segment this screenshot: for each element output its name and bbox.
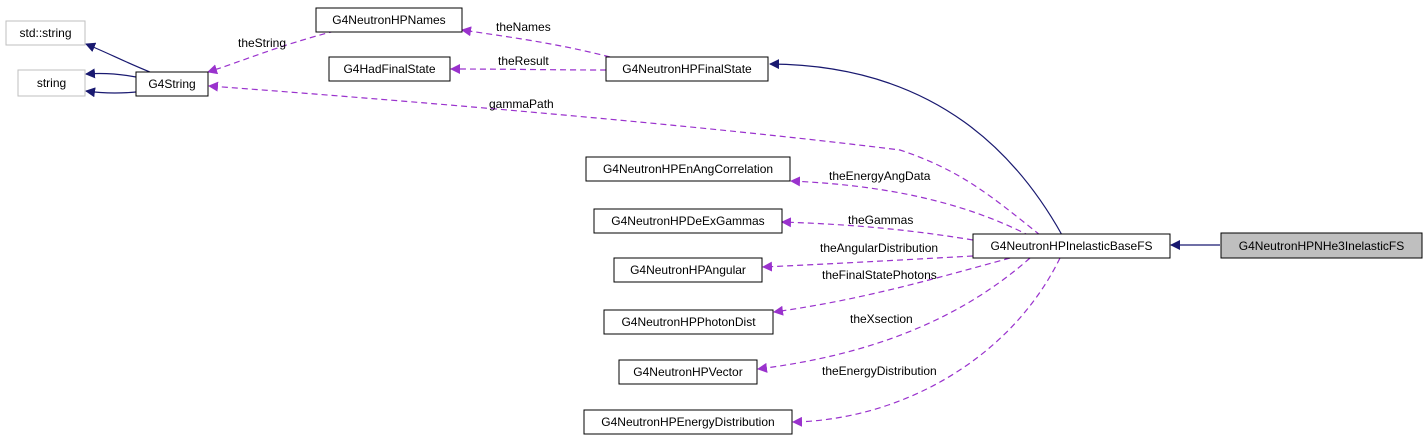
label-the-xsection: theXsection [850,312,913,326]
node-photon-dist-label: G4NeutronHPPhotonDist [621,315,756,329]
edge-names-to-g4string [207,30,336,75]
node-angular[interactable]: G4NeutronHPAngular [613,257,763,283]
node-vector-label: G4NeutronHPVector [633,365,742,379]
label-the-angular-distribution: theAngularDistribution [820,241,938,255]
node-angular-label: G4NeutronHPAngular [630,263,746,277]
node-photon-dist[interactable]: G4NeutronHPPhotonDist [603,309,774,335]
label-the-result: theResult [498,54,549,68]
node-energy-distribution[interactable]: G4NeutronHPEnergyDistribution [583,409,793,435]
edge-inelastic-to-angular [762,255,974,272]
usage-edges [207,26,1061,427]
label-the-string: theString [238,36,286,50]
node-he3-inelastic-label: G4NeutronHPNHe3InelasticFS [1239,239,1404,253]
node-had-final-state-label: G4HadFinalState [343,62,435,76]
label-the-energy-distribution: theEnergyDistribution [822,364,937,378]
node-energy-distribution-label: G4NeutronHPEnergyDistribution [601,415,774,429]
label-the-final-state-photons: theFinalStatePhotons [822,268,937,282]
edge-inelastic-to-final-state [769,59,1063,236]
edge-inelastic-to-en-ang [790,176,1031,237]
node-he3-inelastic[interactable]: G4NeutronHPNHe3InelasticFS [1220,232,1423,259]
node-inelastic-base-label: G4NeutronHPInelasticBaseFS [990,239,1152,253]
label-the-names: theNames [496,20,551,34]
node-vector[interactable]: G4NeutronHPVector [618,359,758,385]
edge-g4string-to-std-string [85,42,151,73]
node-std-string-label: std::string [19,26,71,40]
node-string[interactable]: string [17,69,86,97]
label-the-gammas: theGammas [848,213,913,227]
edge-inelastic-to-vector [757,257,1031,373]
node-std-string[interactable]: std::string [5,20,86,46]
edge-g4string-to-string-lower [85,87,137,98]
node-final-state-label: G4NeutronHPFinalState [622,62,752,76]
edge-inelastic-to-energy-distribution [792,257,1061,427]
node-names[interactable]: G4NeutronHPNames [315,7,463,33]
node-inelastic-base[interactable]: G4NeutronHPInelasticBaseFS [972,233,1171,259]
inheritance-edges [85,42,1220,250]
edge-inelastic-to-photon-dist [773,257,1011,316]
label-gamma-path: gammaPath [489,97,554,111]
node-names-label: G4NeutronHPNames [332,13,445,27]
edge-final-state-to-names [461,26,611,58]
edge-g4string-to-string-upper [85,68,137,79]
node-en-ang-correlation-label: G4NeutronHPEnAngCorrelation [603,162,773,176]
node-en-ang-correlation[interactable]: G4NeutronHPEnAngCorrelation [585,156,791,182]
edge-final-state-to-had-final-state [450,64,607,75]
node-string-label: string [37,76,66,90]
edge-inelastic-to-g4string [208,81,1041,236]
label-the-energy-ang-data: theEnergyAngData [829,169,931,183]
edge-labels: theString theNames theResult gammaPath t… [238,20,938,378]
edge-inelastic-to-de-ex-gammas [781,217,974,241]
node-de-ex-gammas[interactable]: G4NeutronHPDeExGammas [593,208,783,234]
node-g4string[interactable]: G4String [135,71,209,97]
node-final-state[interactable]: G4NeutronHPFinalState [605,56,769,82]
node-had-final-state[interactable]: G4HadFinalState [328,56,451,82]
node-g4string-label: G4String [148,77,195,91]
node-de-ex-gammas-label: G4NeutronHPDeExGammas [611,214,764,228]
